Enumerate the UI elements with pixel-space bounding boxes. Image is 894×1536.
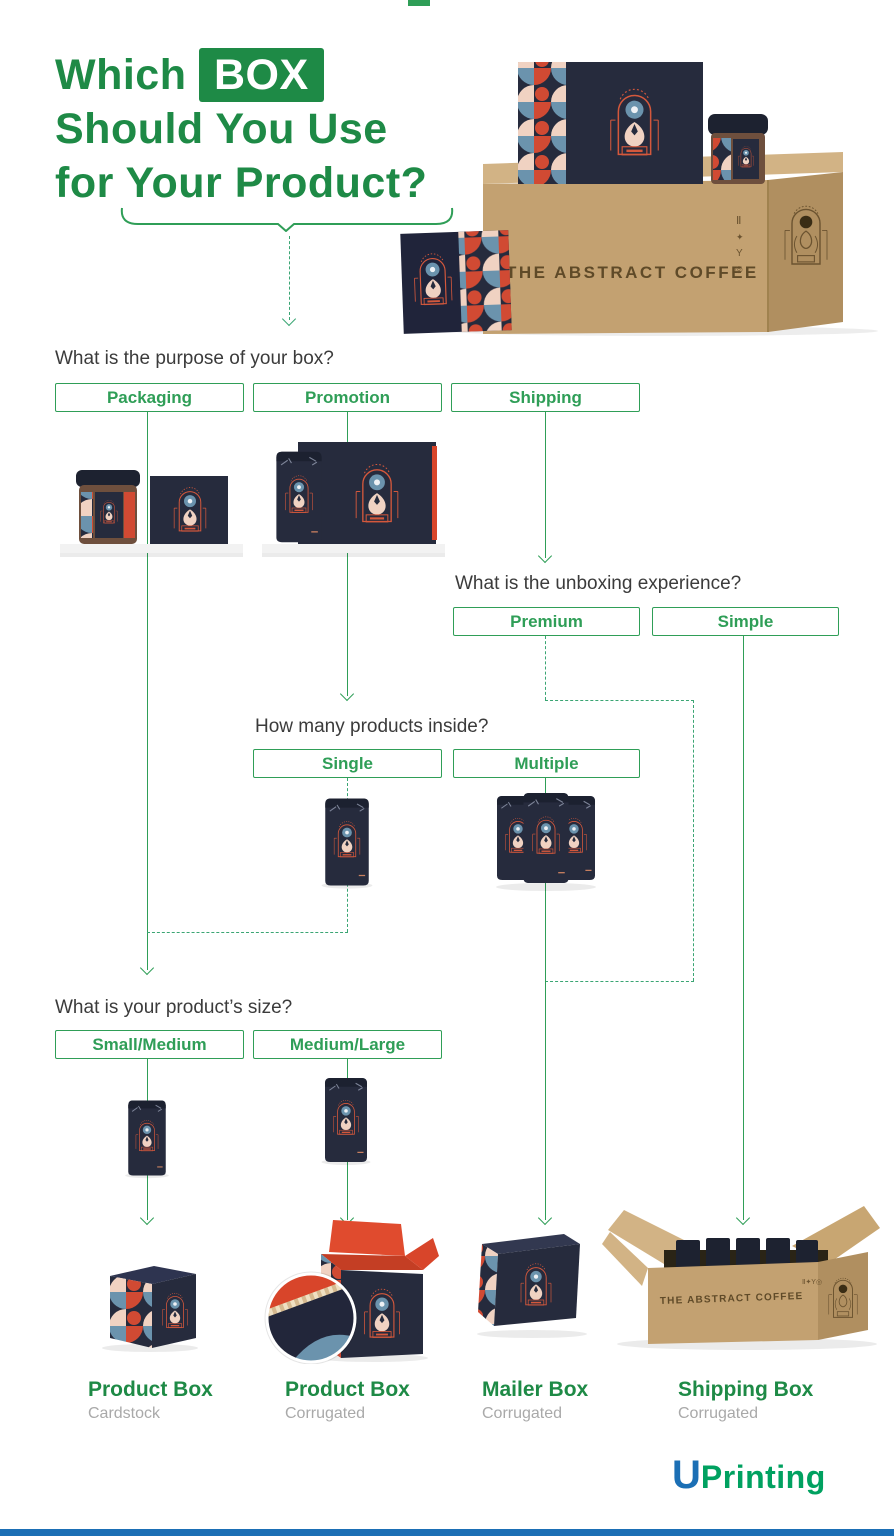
title-line-3: for Your Product? <box>55 159 428 207</box>
option-premium[interactable]: Premium <box>453 607 640 636</box>
option-simple[interactable]: Simple <box>652 607 839 636</box>
result-title: Product Box <box>88 1378 213 1401</box>
option-multiple[interactable]: Multiple <box>453 749 640 778</box>
result-material: Corrugated <box>285 1405 366 1422</box>
connector-premium-h1 <box>545 700 694 701</box>
shipping-icon-4: ◎ <box>735 264 743 274</box>
question-size: What is your product’s size? <box>55 997 293 1018</box>
connector-premium-v1 <box>545 636 546 700</box>
page-title: Which BOX Should You Use for Your Produc… <box>55 48 475 210</box>
result-product-box-corrugated: Product Box Corrugated <box>285 1378 410 1423</box>
connector-shipping <box>545 412 546 558</box>
connector-packaging <box>147 412 148 970</box>
medium-bag-image <box>321 1070 371 1166</box>
title-box-badge: BOX <box>198 48 324 102</box>
result-material: Cardstock <box>88 1405 161 1422</box>
logo-printing: Printing <box>700 1459 826 1495</box>
result-mailer-box: Mailer Box Corrugated <box>482 1378 588 1423</box>
title-line-2: Should You Use <box>55 105 388 153</box>
option-medium-large[interactable]: Medium/Large <box>253 1030 442 1059</box>
result-title: Mailer Box <box>482 1378 589 1401</box>
arrowhead-product-box-cardstock <box>139 1210 155 1226</box>
result-product-box-cardstock: Product Box Cardstock <box>88 1378 213 1423</box>
product-box-corrugated-image <box>264 1220 439 1364</box>
connector-multiple <box>545 778 546 1220</box>
shipping-box-icons: Ⅱ✦Y◎ <box>802 1278 822 1286</box>
single-bag-image <box>321 792 373 889</box>
product-box-cardstock-image <box>102 1266 198 1352</box>
option-shipping[interactable]: Shipping <box>451 383 640 412</box>
hero-box-brand-text: THE ABSTRACT COFFEE <box>506 263 759 282</box>
shipping-box-brand-text: THE ABSTRACT COFFEE <box>660 1291 804 1307</box>
connector-premium-v2 <box>693 700 694 981</box>
connector-single-to-packaging <box>147 932 348 933</box>
connector-promotion <box>347 412 348 696</box>
shipping-box-image: THE ABSTRACT COFFEE Ⅱ✦Y◎ <box>602 1206 880 1350</box>
connector-premium-h2 <box>545 981 694 982</box>
result-material: Corrugated <box>678 1405 759 1422</box>
shipping-icon-2: ✦ <box>736 232 744 242</box>
multiple-bags-image <box>496 786 596 891</box>
shipping-icons: Ⅱ <box>736 215 741 227</box>
packaging-shelf-image <box>60 470 243 557</box>
question-purpose: What is the purpose of your box? <box>55 348 334 369</box>
option-single[interactable]: Single <box>253 749 442 778</box>
arrowhead-promotion <box>339 686 355 702</box>
hero-product-image: THE ABSTRACT COFFEE Ⅱ ✦ Y ◎ <box>400 62 878 336</box>
small-bag-image <box>125 1096 169 1179</box>
question-quantity: How many products inside? <box>255 716 489 737</box>
title-word-which: Which <box>55 51 187 99</box>
result-title: Shipping Box <box>678 1378 814 1401</box>
option-small-medium[interactable]: Small/Medium <box>55 1030 244 1059</box>
logo-u: U <box>672 1453 701 1497</box>
top-crop-mark <box>408 0 430 6</box>
title-bracket <box>120 207 454 232</box>
option-promotion[interactable]: Promotion <box>253 383 442 412</box>
connector-title-dashed <box>289 236 290 320</box>
question-unboxing: What is the unboxing experience? <box>455 573 742 594</box>
arrowhead-title <box>281 311 297 327</box>
arrowhead-packaging <box>139 960 155 976</box>
arrowhead-shipping <box>537 548 553 564</box>
footer-bar <box>0 1529 894 1536</box>
result-shipping-box: Shipping Box Corrugated <box>678 1378 813 1423</box>
title-line-1: Which BOX <box>55 48 475 102</box>
shipping-icon-3: Y <box>736 248 743 259</box>
option-packaging[interactable]: Packaging <box>55 383 244 412</box>
promotion-shelf-image <box>262 442 445 557</box>
connector-simple <box>743 636 744 1220</box>
result-title: Product Box <box>285 1378 410 1401</box>
result-material: Corrugated <box>482 1405 563 1422</box>
mailer-box-image <box>477 1234 587 1338</box>
